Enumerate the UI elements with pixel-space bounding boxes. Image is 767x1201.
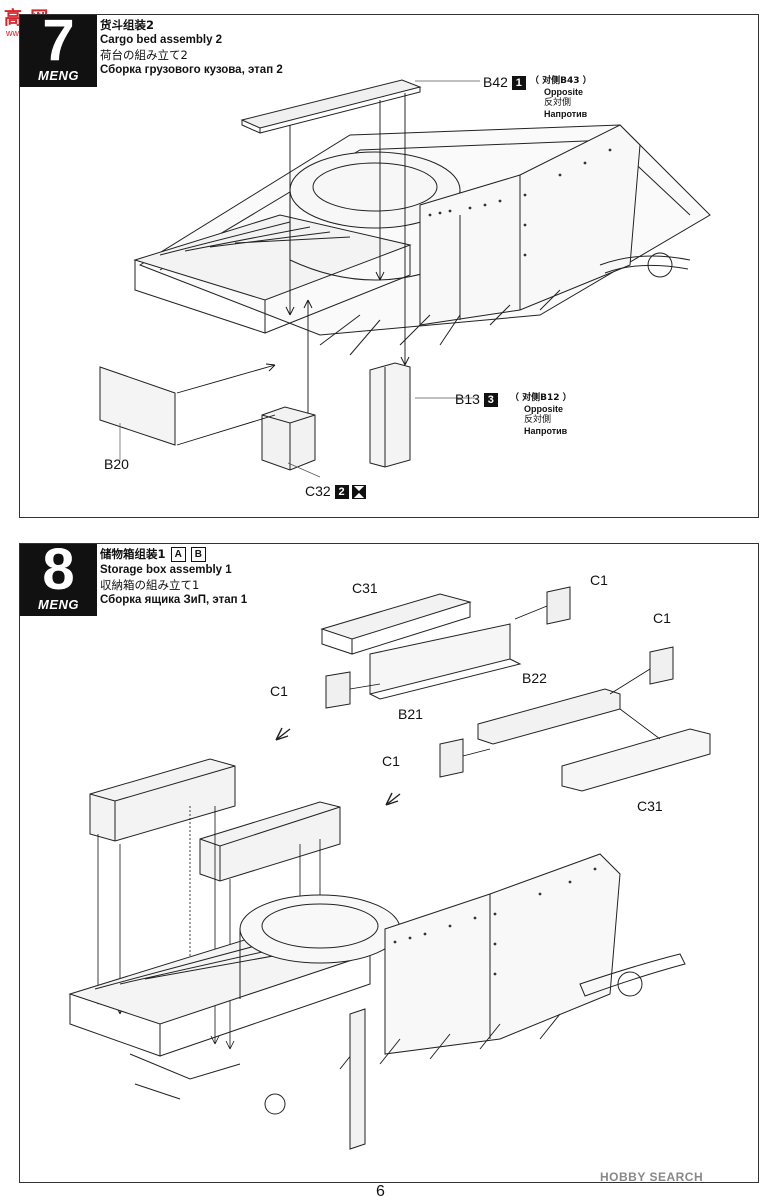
step-7-title-ja: 荷台の組み立て2 xyxy=(100,48,188,62)
label-c1-top-right: C1 xyxy=(590,572,608,588)
label-c31-top: C31 xyxy=(352,580,378,596)
storage-box-left xyxy=(89,758,236,842)
part-c32 xyxy=(261,406,316,471)
callout-b13: B13 3 xyxy=(455,391,498,408)
step-8-badge: 8 MENG xyxy=(20,540,97,616)
step-7-title-ru: Сборка грузового кузова, этап 2 xyxy=(100,64,283,76)
step-8-titles: 储物箱组装1 A B Storage box assembly 1 収納箱の組み… xyxy=(100,547,247,608)
step-8-title-ru: Сборка ящика ЗиП, этап 1 xyxy=(100,594,248,606)
label-c1-mid: C1 xyxy=(382,753,400,769)
step-8-panel: 8 MENG 储物箱组装1 A B Storage box assembly 1… xyxy=(19,540,759,1183)
rear-spring xyxy=(599,255,691,274)
version-a-icon: A xyxy=(170,547,186,563)
step-8-brand: MENG xyxy=(38,597,79,612)
step-7-badge: 7 MENG xyxy=(20,11,97,87)
callout-b42-note-ru: Напротив xyxy=(544,109,588,119)
callout-b42-note-zh: （ 对侧B43 ） xyxy=(530,76,592,86)
step-7-titles: 货斗组装2 Cargo bed assembly 2 荷台の組み立て2 Сбор… xyxy=(100,18,283,78)
part-c1-d xyxy=(649,646,674,685)
version-b-icon: B xyxy=(190,547,206,563)
step-8-title-en: Storage box assembly 1 xyxy=(100,564,232,576)
part-b13 xyxy=(369,362,411,468)
callout-b20: B20 xyxy=(104,456,129,472)
label-c1-left: C1 xyxy=(270,683,288,699)
part-b20 xyxy=(99,366,176,446)
callout-c32-step: 2 xyxy=(334,485,349,500)
callout-b13-note: （ 对侧B12 ） Opposite 反対側 Напротив xyxy=(510,393,572,437)
label-b21: B21 xyxy=(398,706,423,722)
step-7-title-zh: 货斗组装2 xyxy=(100,18,155,32)
direction-arrow xyxy=(275,727,291,741)
storage-box-right xyxy=(199,801,341,882)
remove-part-icon xyxy=(352,485,367,500)
part-c1-a xyxy=(325,671,351,709)
step-8-drawing xyxy=(68,586,711,1150)
label-c31-bottom: C31 xyxy=(637,798,663,814)
callout-b13-step: 3 xyxy=(483,393,498,408)
chassis-rail xyxy=(579,953,686,997)
part-c31-bottom xyxy=(561,728,711,792)
step-7-title-en: Cargo bed assembly 2 xyxy=(100,34,223,46)
chassis-rail-inner xyxy=(159,139,691,271)
part-c1-b xyxy=(546,586,571,625)
direction-arrow xyxy=(385,792,401,806)
step-7-panel: 7 MENG 货斗组装2 Cargo bed assembly 2 荷台の組み立… xyxy=(19,11,759,518)
step-8-number: 8 xyxy=(42,537,75,602)
callout-b42-note-ja: 反対側 xyxy=(544,98,572,108)
callout-b13-note-zh: （ 对侧B12 ） xyxy=(510,393,572,403)
rear-mudflap xyxy=(349,1008,366,1150)
callout-c32: C32 2 xyxy=(305,483,367,500)
part-b42 xyxy=(240,79,422,129)
step-7-brand: MENG xyxy=(38,68,79,83)
part-b22 xyxy=(477,688,621,745)
callout-b42: B42 1 xyxy=(483,74,526,91)
step-7-number: 7 xyxy=(42,8,75,73)
hobbysearch-credit: HOBBY SEARCH xyxy=(600,1170,704,1184)
callout-b42-part: B42 xyxy=(483,74,508,90)
step-8-title-zh: 储物箱组装1 xyxy=(100,547,166,561)
step-8-title-zh-row: 储物箱组装1 A B xyxy=(100,547,247,563)
callout-c32-part: C32 xyxy=(305,483,331,499)
turret-ring xyxy=(239,894,401,964)
label-b22: B22 xyxy=(522,670,547,686)
step-8-title-ja: 収納箱の組み立て1 xyxy=(100,578,200,592)
part-c31-top xyxy=(320,593,472,640)
page-number: 6 xyxy=(376,1183,385,1200)
callout-b13-note-ru: Напротив xyxy=(524,426,568,436)
armored-body xyxy=(419,124,641,326)
callout-b42-note: （ 对侧B43 ） Opposite 反対側 Напротив xyxy=(530,76,592,120)
callout-b13-note-en: Opposite xyxy=(524,404,564,414)
armored-body xyxy=(384,853,621,1055)
label-c1-right: C1 xyxy=(653,610,671,626)
callout-b42-note-en: Opposite xyxy=(544,87,584,97)
part-c1-c xyxy=(439,738,464,778)
callout-b13-part: B13 xyxy=(455,391,480,407)
callout-b13-note-ja: 反対側 xyxy=(524,415,552,425)
callout-b42-step: 1 xyxy=(511,76,526,91)
step-7-drawing xyxy=(99,79,711,478)
